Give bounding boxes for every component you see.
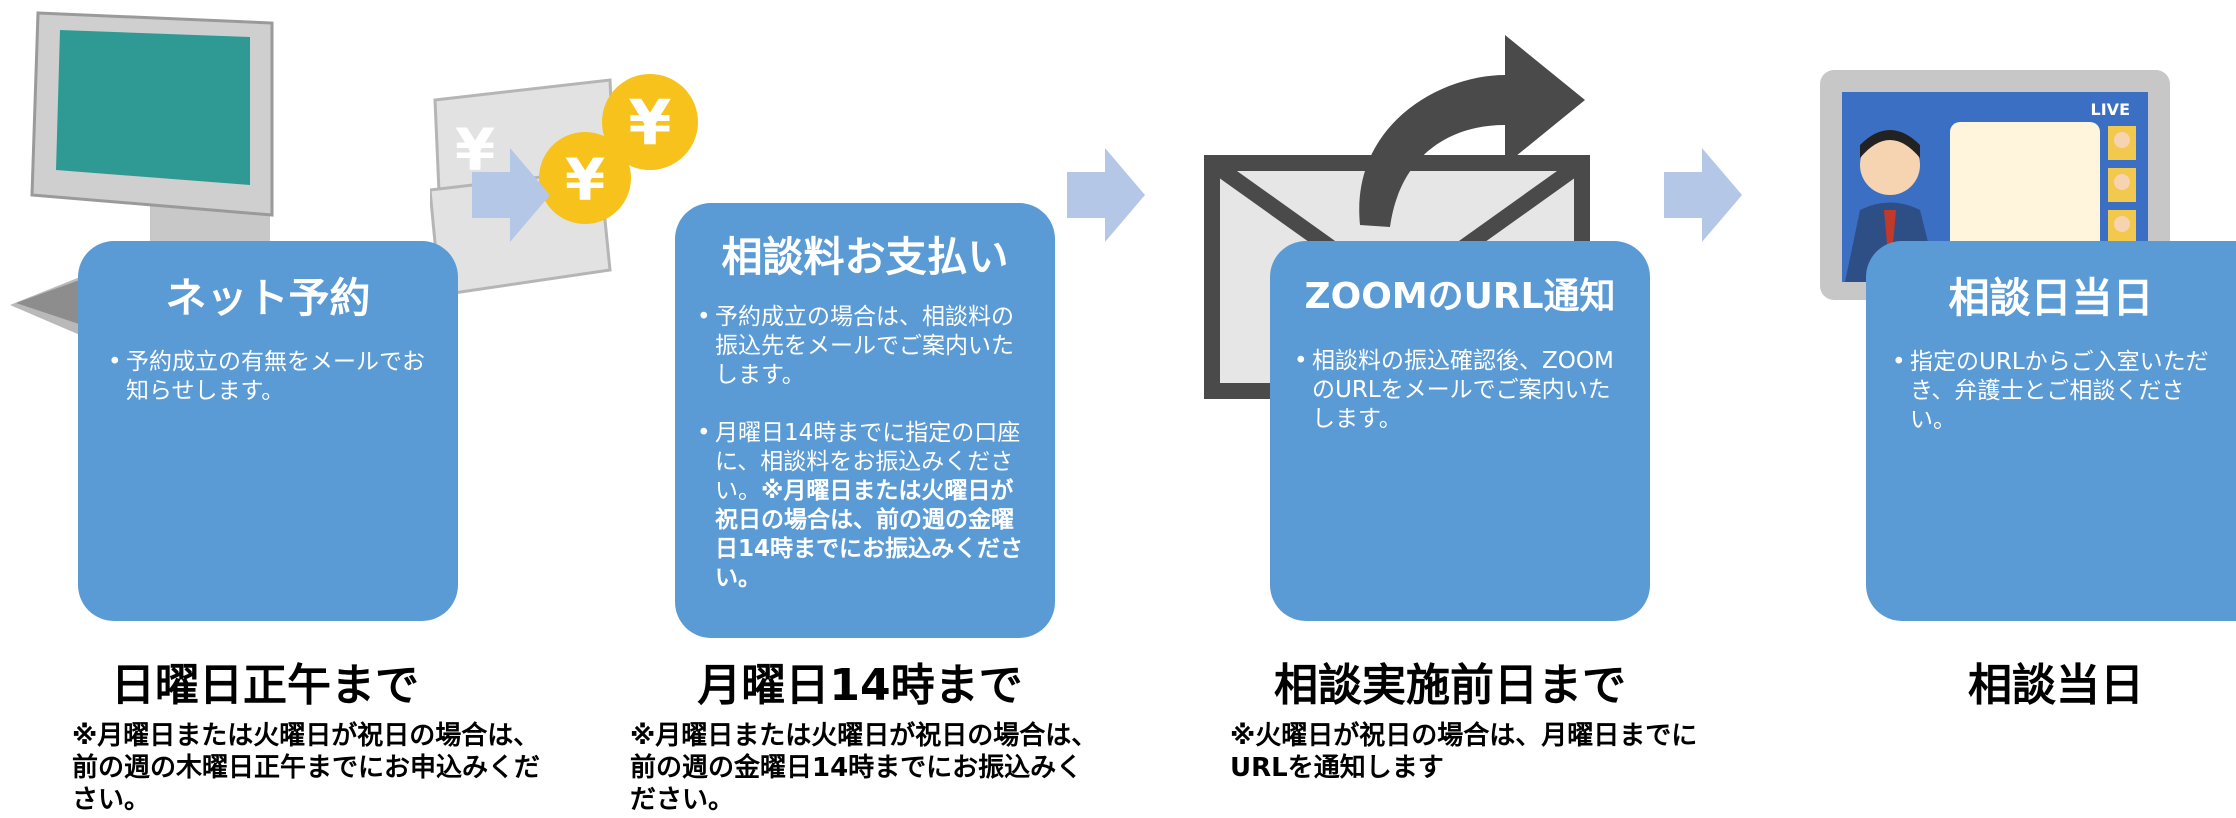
step-bullet: 月曜日14時までに指定の口座に、相談料をお振込みください。※月曜日または火曜日が… [697, 419, 1031, 593]
step-title: 相談日当日 [1948, 274, 2154, 322]
step-note: ※火曜日が祝日の場合は、月曜日までにURLを通知します [1230, 721, 1698, 783]
step-note: ※月曜日または火曜日が祝日の場合は、前の週の金曜日14時までにお振込みください。 [630, 721, 1098, 815]
coin-symbol: ¥ [565, 146, 605, 214]
step-card-zoom-url: ZOOMのURL通知 相談料の振込確認後、ZOOMのURLをメールでご案内いたし… [1270, 241, 1650, 621]
flow-arrow-2 [1067, 148, 1145, 242]
step-bullet: 予約成立の有無をメールでお知らせします。 [108, 348, 430, 406]
step-title: 相談料お支払い [721, 233, 1009, 281]
step-card-payment: 相談料お支払い 予約成立の場合は、相談料の振込先をメールでご案内いたします。 月… [675, 203, 1055, 638]
coin-symbol: ¥ [628, 86, 671, 159]
step-deadline: 日曜日正午まで [111, 660, 419, 711]
step-deadline: 相談当日 [1968, 660, 2144, 711]
step-bullet: 予約成立の場合は、相談料の振込先をメールでご案内いたします。 [697, 303, 1031, 390]
step-card-net-reservation: ネット予約 予約成立の有無をメールでお知らせします。 [78, 241, 458, 621]
flow-arrow-1 [472, 148, 550, 242]
step-title: ZOOMのURL通知 [1304, 276, 1616, 317]
flow-arrow-3 [1664, 148, 1742, 242]
step-bullet: 相談料の振込確認後、ZOOMのURLをメールでご案内いたします。 [1294, 347, 1620, 434]
step-title: ネット予約 [165, 274, 371, 322]
live-label: LIVE [2091, 100, 2130, 119]
step-bullet: 指定のURLからご入室いただき、弁護士とご相談ください。 [1892, 348, 2224, 435]
step-deadline: 相談実施前日まで [1274, 660, 1626, 711]
step-deadline: 月曜日14時まで [697, 660, 1023, 711]
step-card-consultation-day: 相談日当日 指定のURLからご入室いただき、弁護士とご相談ください。 [1866, 241, 2236, 621]
step-note: ※月曜日または火曜日が祝日の場合は、前の週の木曜日正午までにお申込みください。 [72, 721, 541, 815]
